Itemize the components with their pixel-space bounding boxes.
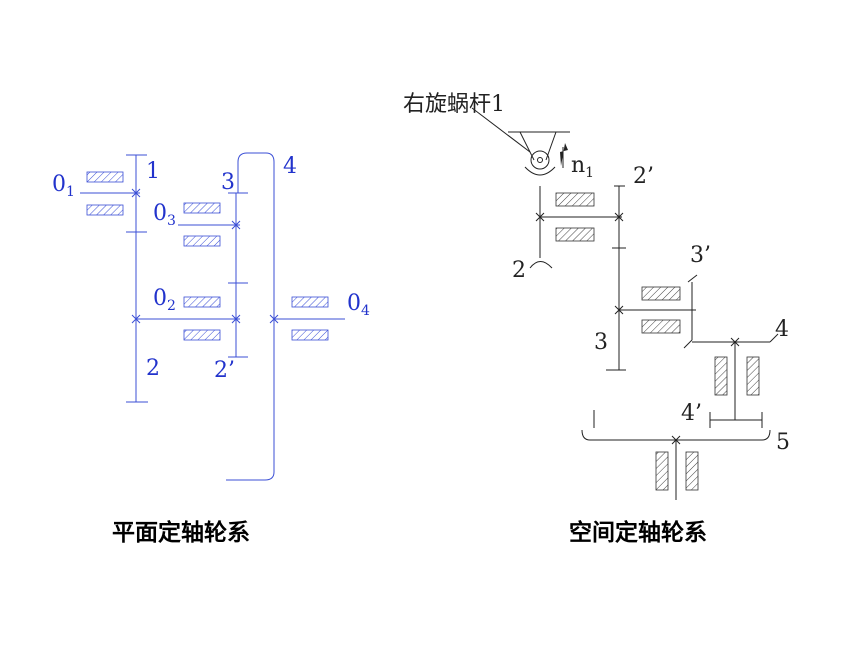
label-o1: 01 [52, 172, 75, 200]
label-gear-3-prime: 3’ [690, 243, 711, 268]
label-o3: 03 [153, 201, 176, 229]
label-gear-2: 2 [146, 356, 160, 381]
gear-5 [581, 410, 771, 500]
gear-2-prime [228, 282, 248, 358]
label-o2: 02 [153, 286, 176, 314]
label-o4: 04 [347, 291, 370, 319]
left-title: 平面定轴轮系 [112, 520, 250, 546]
gear-1 [126, 154, 147, 233]
label-worm: 右旋蜗杆1 [403, 92, 505, 117]
label-gear-2: 2 [512, 258, 526, 283]
label-gear-5: 5 [776, 430, 790, 455]
label-gear-3: 3 [221, 170, 235, 195]
label-gear-4: 4 [283, 154, 297, 179]
label-gear-2-prime: 2’ [214, 358, 235, 383]
shaft-o2 [136, 296, 240, 341]
spatial-gear-train: 右旋蜗杆1 n1 2’ 2 3’ 3 4 4’ 5 [403, 92, 790, 500]
label-gear-4: 4 [775, 317, 789, 342]
shaft-o4 [274, 296, 345, 341]
shaft-gear-2 [529, 185, 626, 269]
shaft-gear-3 [606, 248, 698, 371]
label-gear-1: 1 [146, 159, 160, 184]
shaft-o3-gear-3 [178, 192, 248, 283]
label-n1: n1 [571, 153, 594, 181]
worm-1 [471, 107, 570, 176]
label-gear-3: 3 [594, 330, 608, 355]
gear-2 [126, 232, 148, 403]
label-gear-2-prime: 2’ [633, 164, 654, 189]
planar-gear-train: 01 1 03 3 4 02 04 2 2’ [52, 152, 370, 481]
shaft-o1 [80, 171, 140, 216]
label-gear-4-prime: 4’ [681, 401, 702, 426]
right-title: 空间定轴轮系 [569, 520, 707, 546]
shaft-gear-4 [692, 333, 779, 428]
